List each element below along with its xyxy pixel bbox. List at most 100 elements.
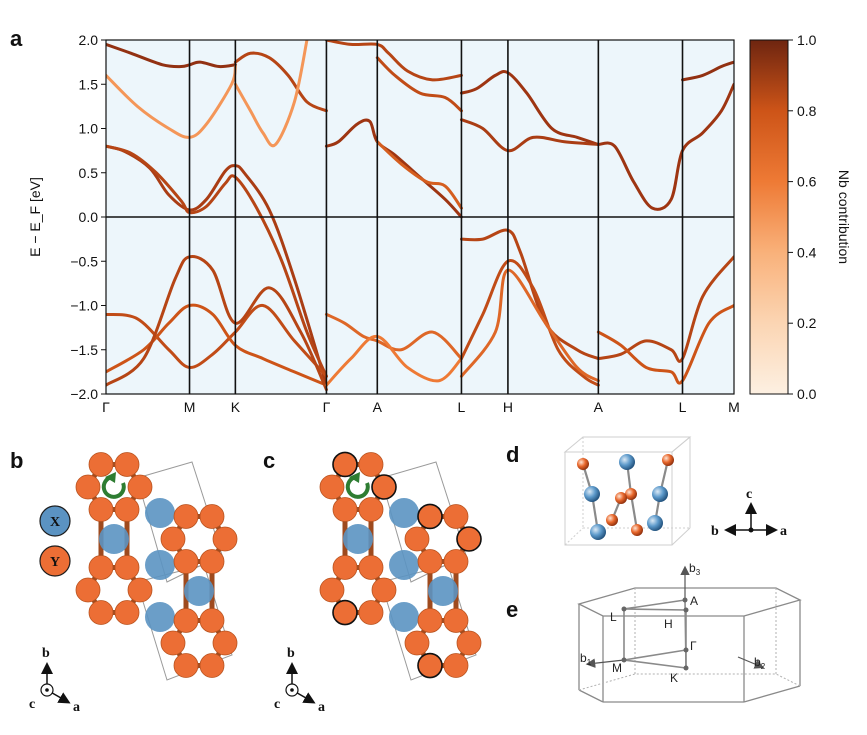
y-atom <box>625 488 637 500</box>
panel-label-c: c <box>263 448 275 473</box>
x-tick-label-2: K <box>231 399 241 415</box>
y-atom <box>114 497 140 522</box>
unit-cell-3d <box>563 436 692 546</box>
y-atom <box>417 549 443 574</box>
y-atom <box>417 608 443 633</box>
y-atom <box>127 577 153 603</box>
y-atom <box>199 504 225 529</box>
y-atom <box>88 600 114 625</box>
y-atom <box>443 549 469 574</box>
y-atom <box>160 630 186 656</box>
band-line-9 <box>459 70 600 146</box>
colorbar: 0.00.20.40.60.81.0 Nb contribution <box>749 32 852 402</box>
axis-c-label: c <box>29 697 35 712</box>
y-atom <box>88 497 114 522</box>
panel-label-b: b <box>10 448 23 473</box>
colorbar-tick-label-2: 0.4 <box>797 244 817 260</box>
y-atom <box>332 555 358 580</box>
rotation-arrowhead-icon <box>349 472 360 483</box>
colorbar-tick-label-0: 0.0 <box>797 386 817 402</box>
x-tick-label-5: L <box>458 399 466 415</box>
y-atom <box>358 452 384 477</box>
rotation-arrowhead-icon <box>105 472 116 483</box>
colorbar-tick-label-3: 0.6 <box>797 174 817 190</box>
band-line-21 <box>233 40 309 148</box>
bz-label-A: A <box>690 594 698 608</box>
y-axis-label: E − E_F [eV] <box>27 177 43 257</box>
colorbar-tick-label-4: 0.8 <box>797 103 817 119</box>
y-atom <box>319 577 345 603</box>
y-atom <box>114 600 140 625</box>
y-tick-label-5: −0.5 <box>70 253 98 269</box>
y-atom <box>456 630 482 656</box>
y-atom <box>404 526 430 552</box>
axis-c-label: c <box>746 487 752 502</box>
y-ticks: 2.01.51.00.50.0−0.5−1.0−1.5−2.0 <box>70 32 106 402</box>
x-atom <box>584 486 600 502</box>
x-atom <box>184 576 214 606</box>
x-tick-label-4: A <box>373 399 383 415</box>
band-line-18 <box>106 42 237 69</box>
x-atom <box>389 602 419 632</box>
y-atom <box>332 451 358 478</box>
axis-c-label: c <box>274 697 280 712</box>
y-atom <box>160 526 186 552</box>
y-atom <box>114 555 140 580</box>
colorbar-tick-label-5: 1.0 <box>797 32 817 48</box>
band-lines <box>106 40 734 392</box>
bz-b3-label: b3 <box>689 561 701 577</box>
axis-b-label: b <box>42 646 50 661</box>
y-tick-label-0: 2.0 <box>79 32 99 48</box>
y-atom <box>443 504 469 529</box>
y-tick-label-7: −1.5 <box>70 342 98 358</box>
axis-a-label: a <box>780 524 787 539</box>
y-atom <box>606 514 618 526</box>
x-atom <box>99 524 129 554</box>
x-atom <box>647 515 663 531</box>
y-atom <box>127 474 153 500</box>
band-line-23 <box>375 56 463 113</box>
axes-c: b c a <box>274 646 325 715</box>
y-atom <box>212 526 238 552</box>
band-line-17 <box>681 60 734 82</box>
panel-label-a: a <box>10 26 23 51</box>
x-atom <box>590 524 606 540</box>
x-tick-label-0: Γ <box>102 399 110 415</box>
y-atom <box>88 452 114 477</box>
y-atom <box>332 497 358 522</box>
y-atom <box>615 492 627 504</box>
y-atom <box>88 555 114 580</box>
band-line-20 <box>233 51 328 113</box>
rotation-arrow-icon <box>345 475 370 499</box>
y-atom <box>212 630 238 656</box>
band-line-15 <box>596 255 734 363</box>
axis-b-label: b <box>287 646 295 661</box>
bz-b1-label: b1 <box>580 651 592 667</box>
band-line-7 <box>324 334 463 387</box>
y-atom <box>404 630 430 656</box>
axis-a-label: a <box>318 700 325 715</box>
y-atom <box>417 503 443 530</box>
band-line-8 <box>375 140 463 210</box>
y-atom <box>358 600 384 625</box>
y-atom <box>577 458 589 470</box>
y-atom <box>371 474 397 500</box>
bz-path <box>623 599 687 669</box>
bz-label-K: K <box>670 671 678 685</box>
band-line-4 <box>106 255 328 392</box>
y-tick-label-3: 0.5 <box>79 165 99 181</box>
x-atom <box>389 550 419 580</box>
y-atom <box>456 526 482 552</box>
y-atom-legend-label: Y <box>50 555 60 570</box>
x-atom <box>619 454 635 470</box>
bz-b2-label: b2 <box>754 655 766 671</box>
bz-label-gamma: Γ <box>690 639 697 653</box>
y-atom <box>662 454 674 466</box>
y-atom <box>173 653 199 678</box>
axis-a-label: a <box>73 700 80 715</box>
axes-d: c b a <box>711 487 787 539</box>
x-tick-label-9: M <box>728 399 740 415</box>
band-line-14 <box>596 82 734 211</box>
y-atom <box>358 555 384 580</box>
